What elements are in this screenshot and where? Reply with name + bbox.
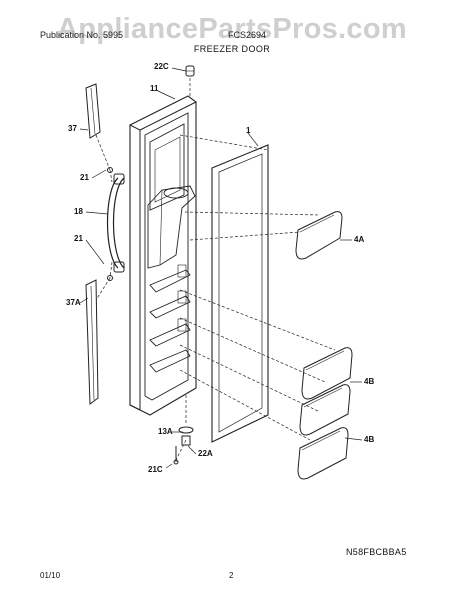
- callout-18: 18: [74, 207, 83, 216]
- model-number: FCS2694: [228, 30, 267, 40]
- callout-4a: 4A: [354, 235, 365, 244]
- callout-4b-lower: 4B: [364, 435, 375, 444]
- page-number: 2: [229, 571, 234, 580]
- callout-37: 37: [68, 124, 77, 133]
- footer-date: 01/10: [40, 571, 61, 580]
- door-trim-37a: [85, 279, 99, 405]
- door-trim-37: [85, 83, 101, 139]
- diagram-code: N58FBCBBA5: [346, 547, 407, 557]
- callout-21c: 21C: [148, 465, 163, 474]
- callout-22a: 22A: [198, 449, 213, 458]
- door-handle: [106, 173, 125, 273]
- top-hinge-bushing: [185, 65, 195, 77]
- callout-22c: 22C: [154, 62, 169, 71]
- publication-number: Publication No. 5995: [40, 30, 124, 40]
- door-bin-4b-middle: [299, 384, 351, 436]
- bottom-hinge-bracket: [173, 426, 194, 465]
- door-bin-4b-lower: [297, 427, 349, 480]
- freezer-door-inner-liner: [144, 112, 196, 401]
- diagram-title: FREEZER DOOR: [193, 44, 271, 54]
- callout-11: 11: [150, 84, 159, 93]
- door-gasket: [211, 144, 269, 443]
- handle-screws: [107, 167, 113, 281]
- callout-leaders: [79, 67, 363, 469]
- leader-lines: [95, 78, 336, 461]
- callout-1: 1: [246, 126, 251, 135]
- callout-13a: 13A: [158, 427, 173, 436]
- callout-21-upper: 21: [80, 173, 89, 182]
- callout-4b-upper: 4B: [364, 377, 375, 386]
- callout-37a: 37A: [66, 298, 81, 307]
- watermark: AppliancePartsPros.com: [57, 13, 407, 45]
- callout-21-lower: 21: [74, 234, 83, 243]
- freezer-door-outer-panel: [129, 95, 197, 416]
- door-bin-4b-upper: [301, 347, 353, 400]
- door-bin-4a: [295, 211, 343, 260]
